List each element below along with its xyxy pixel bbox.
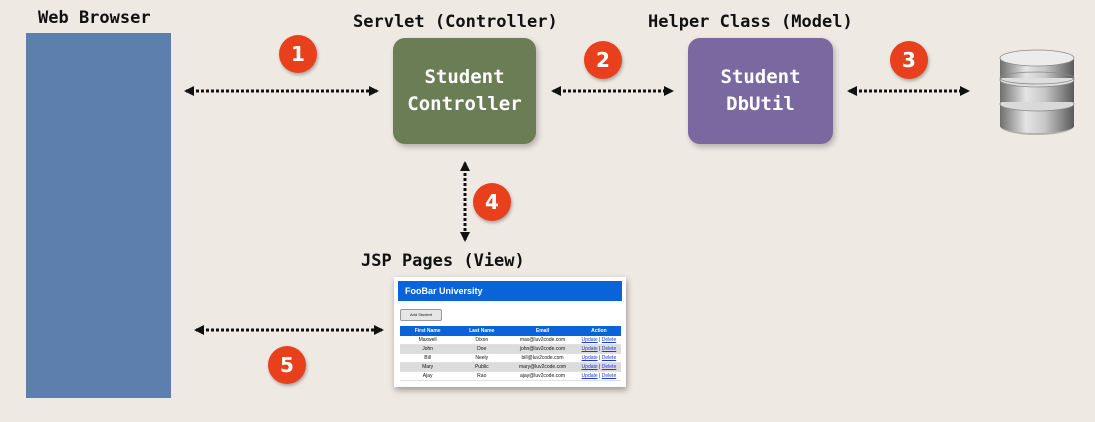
web-browser-bar: [26, 33, 171, 398]
update-link[interactable]: Update: [581, 373, 598, 379]
database-icon: [999, 49, 1075, 135]
table-row: John Doe john@luv2code.com Update | Dele…: [400, 344, 621, 354]
student-controller-box: Student Controller: [393, 38, 536, 144]
link-separator: |: [599, 337, 601, 343]
action-cell: Update | Delete: [576, 362, 621, 372]
student-dbutil-box: Student DbUtil: [688, 38, 833, 144]
add-student-button[interactable]: Add Student: [400, 309, 442, 321]
update-link[interactable]: Update: [581, 346, 598, 352]
jsp-page-preview: FooBar University Add Student First Name…: [394, 277, 626, 387]
student-dbutil-label: Student DbUtil: [720, 66, 801, 115]
student-controller-label: Student Controller: [407, 66, 522, 115]
link-separator: |: [599, 346, 601, 352]
first-name-cell: Mary: [400, 362, 456, 372]
jsp-pages-view-label: JSP Pages (View): [361, 251, 525, 271]
last-name-cell: Neely: [455, 353, 509, 363]
last-name-cell: Doe: [455, 344, 509, 354]
step-1-badge: 1: [279, 35, 317, 73]
web-browser-label: Web Browser: [38, 8, 151, 28]
first-name-cell: Ajay: [400, 371, 456, 381]
table-row: Maxwell Dixon max@luv2code.com Update | …: [400, 336, 621, 345]
delete-link[interactable]: Delete: [601, 337, 617, 343]
column-header: Last Name: [455, 326, 509, 336]
student-table: First Name Last Name Email Action Maxwel…: [400, 326, 621, 381]
delete-link[interactable]: Delete: [601, 346, 617, 352]
table-row: Ajay Rao ajay@luv2code.com Update | Dele…: [400, 371, 621, 381]
update-link[interactable]: Update: [581, 364, 598, 370]
first-name-cell: John: [400, 344, 456, 354]
update-link[interactable]: Update: [581, 355, 598, 361]
servlet-controller-label: Servlet (Controller): [353, 12, 558, 32]
last-name-cell: Dixon: [455, 336, 509, 345]
delete-link[interactable]: Delete: [601, 355, 617, 361]
table-row: Mary Public mary@luv2code.com Update | D…: [400, 362, 621, 372]
link-separator: |: [599, 373, 601, 379]
action-cell: Update | Delete: [576, 344, 621, 354]
update-link[interactable]: Update: [581, 337, 598, 343]
table-header-row: First Name Last Name Email Action: [400, 326, 621, 336]
column-header: Action: [576, 326, 621, 336]
last-name-cell: Rao: [455, 371, 509, 381]
column-header: Email: [508, 326, 577, 336]
delete-link[interactable]: Delete: [601, 364, 617, 370]
helper-class-model-label: Helper Class (Model): [648, 12, 853, 32]
step-2-badge: 2: [584, 41, 622, 79]
action-cell: Update | Delete: [576, 371, 621, 381]
first-name-cell: Bill: [400, 353, 456, 363]
link-separator: |: [599, 364, 601, 370]
jsp-page-title: FooBar University: [398, 281, 622, 301]
email-cell: ajay@luv2code.com: [508, 371, 577, 381]
email-cell: max@luv2code.com: [508, 336, 577, 345]
email-cell: mary@luv2code.com: [508, 362, 577, 372]
email-cell: john@luv2code.com: [508, 344, 577, 354]
step-5-badge: 5: [268, 346, 306, 384]
step-4-badge: 4: [473, 183, 511, 221]
action-cell: Update | Delete: [576, 336, 621, 345]
last-name-cell: Public: [455, 362, 509, 372]
link-separator: |: [599, 355, 601, 361]
delete-link[interactable]: Delete: [601, 373, 617, 379]
column-header: First Name: [400, 326, 456, 336]
step-3-badge: 3: [890, 41, 928, 79]
email-cell: bill@luv2code.com: [508, 353, 577, 363]
first-name-cell: Maxwell: [400, 336, 456, 345]
action-cell: Update | Delete: [576, 353, 621, 363]
table-row: Bill Neely bill@luv2code.com Update | De…: [400, 353, 621, 363]
